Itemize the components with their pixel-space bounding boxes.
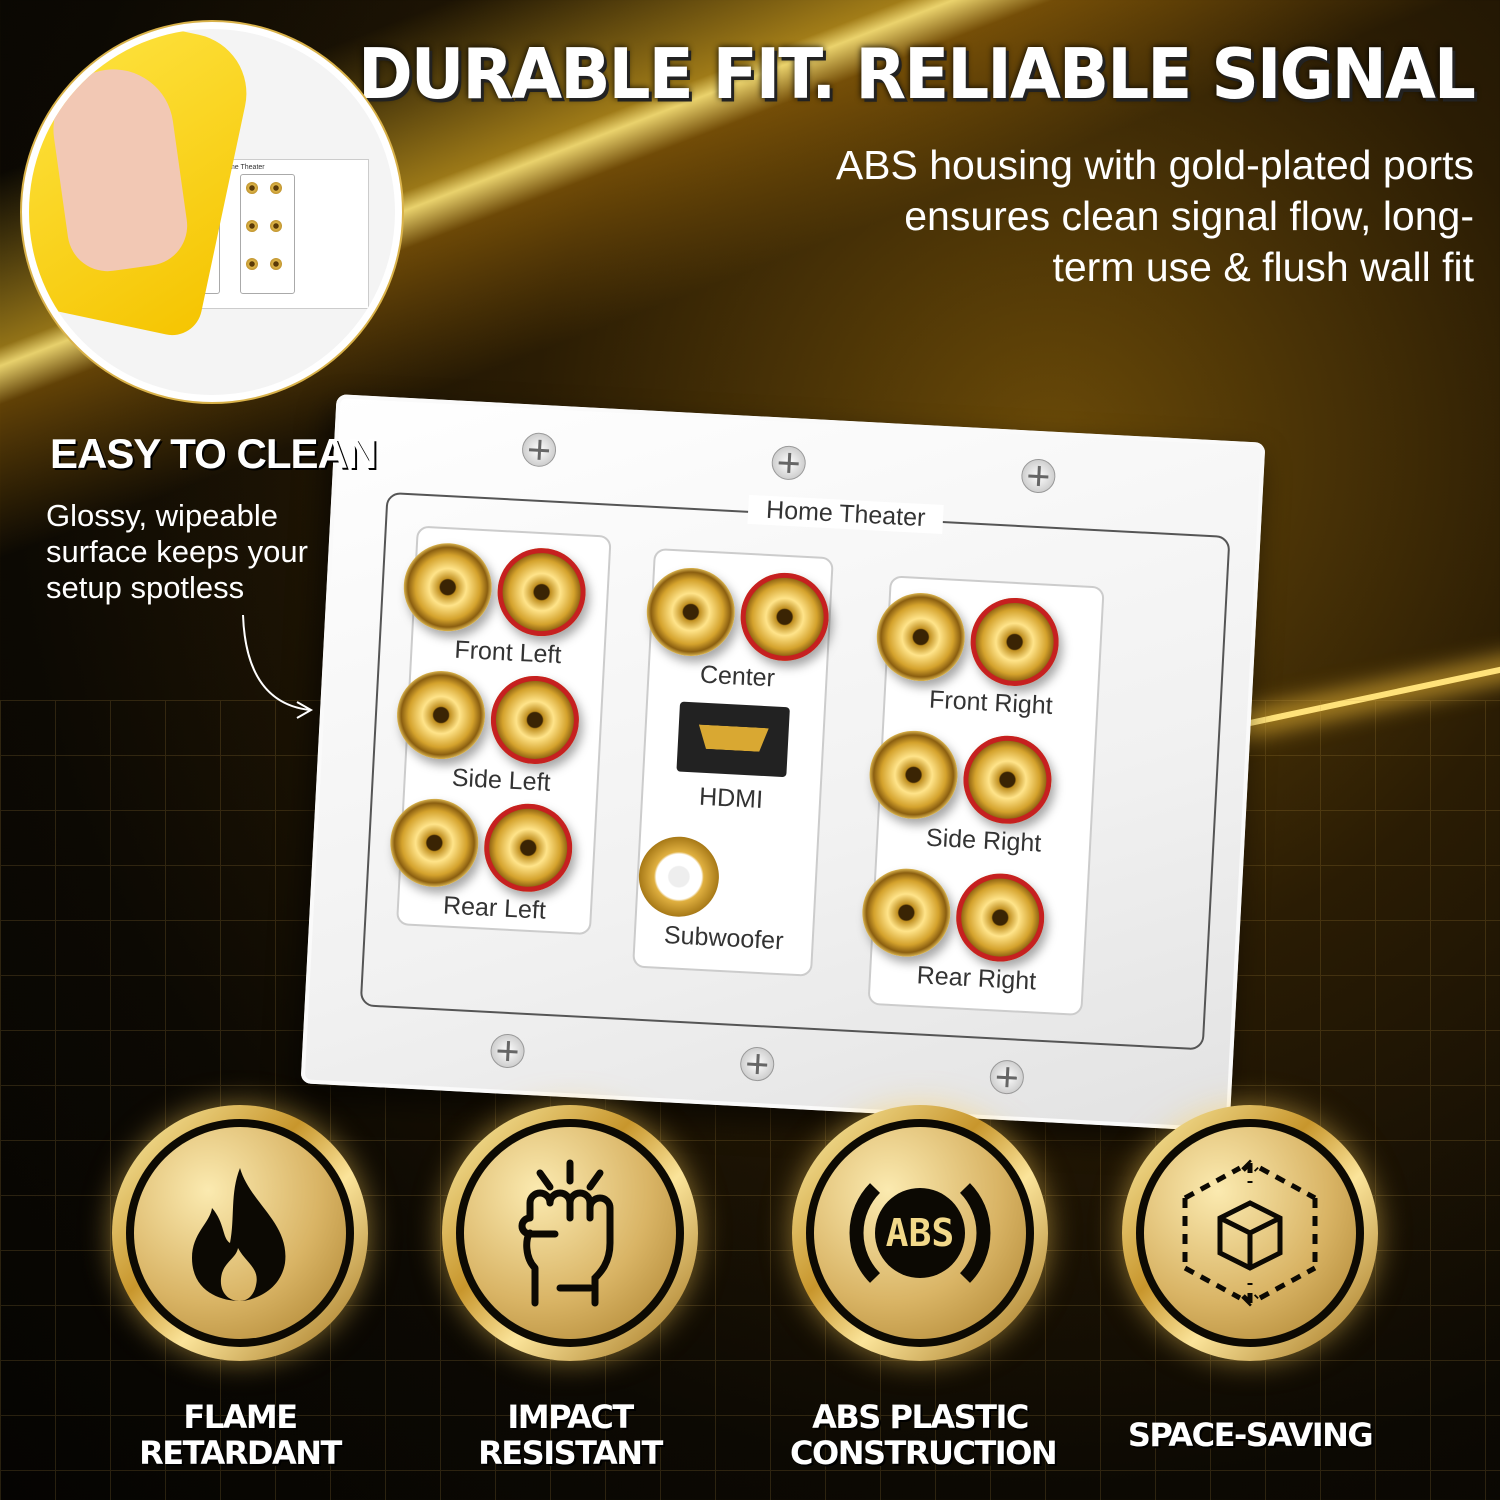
plate-title: Home Theater [747, 494, 945, 535]
binding-post-red [495, 545, 588, 639]
screw-icon [521, 431, 557, 468]
plate-frame: Home Theater Front Left Side Left Rear L… [359, 491, 1231, 1051]
feature-3: SPACE-SAVING [1120, 1105, 1380, 1453]
abs-badge-text: ABS [885, 1211, 955, 1255]
port-label: Rear Right [916, 961, 1037, 996]
port-label: Front Left [453, 635, 563, 670]
cleaning-inset-image: Home Theater [22, 22, 402, 402]
binding-post-pair [874, 590, 1061, 689]
feature-label-line1: FLAME [183, 1398, 298, 1436]
binding-post-pair [867, 728, 1054, 827]
hdmi-port [676, 701, 790, 778]
easy-clean-title: EASY TO CLEAN [50, 430, 377, 477]
feature-label-line2: CONSTRUCTION [790, 1434, 1058, 1472]
binding-post-black [860, 866, 953, 959]
feature-coin [112, 1105, 368, 1361]
binding-post-pair [388, 796, 575, 895]
binding-post-red [481, 801, 575, 895]
mini-plate-title: Home Theater [220, 164, 265, 171]
feature-label-line2: RETARDANT [139, 1434, 342, 1472]
feature-coin [1122, 1105, 1378, 1361]
binding-post-red [968, 595, 1061, 689]
easy-clean-text: Glossy, wipeable surface keeps your setu… [46, 498, 308, 605]
wall-plate: Home Theater Front Left Side Left Rear L… [300, 394, 1266, 1132]
binding-post-black [394, 668, 488, 762]
left-speaker-column: Front Left Side Left Rear Left [388, 525, 612, 936]
binding-post-pair [860, 866, 1047, 964]
binding-post-red [953, 871, 1047, 964]
headline: DURABLE FIT. RELIABLE SIGNAL [357, 34, 1476, 115]
port-label: Center [699, 660, 776, 693]
screw-icon [988, 1059, 1025, 1096]
cube-icon [1175, 1158, 1325, 1308]
port-label: Side Left [451, 763, 552, 797]
screw-icon [739, 1046, 776, 1082]
binding-post-pair [401, 540, 588, 639]
port-label: Side Right [925, 823, 1043, 858]
feature-label-line1: IMPACT [507, 1398, 634, 1436]
binding-post-pair [394, 668, 582, 767]
binding-post-black [644, 565, 738, 659]
feature-label-line2: RESISTANT [478, 1434, 663, 1472]
right-speaker-column: Front Right Side Right Rear Right [860, 575, 1105, 1017]
subwoofer-rca-port [636, 834, 721, 919]
feature-label-line1: SPACE-SAVING [1127, 1416, 1374, 1454]
flame-icon [180, 1163, 300, 1303]
center-column: Center HDMI Subwoofer [632, 547, 834, 977]
port-label: Front Right [928, 685, 1054, 721]
screw-icon [489, 1033, 526, 1069]
screw-icon [770, 445, 807, 481]
binding-post-pair [644, 565, 831, 664]
port-label: Rear Left [442, 891, 547, 925]
feature-label: SPACE-SAVING [1120, 1417, 1380, 1453]
feature-coin [442, 1105, 698, 1361]
screw-icon [1020, 458, 1057, 494]
binding-post-black [867, 728, 960, 822]
feature-label-line1: ABS PLASTIC [812, 1398, 1029, 1436]
binding-post-black [401, 540, 494, 634]
binding-post-black [874, 590, 968, 684]
feature-coin: ABS [792, 1105, 1048, 1361]
port-label: HDMI [698, 782, 764, 814]
abs-icon [845, 1158, 995, 1308]
binding-post-red [738, 570, 831, 664]
binding-post-black [388, 796, 481, 890]
port-label: Subwoofer [663, 921, 785, 956]
binding-post-red [488, 673, 582, 767]
binding-post-red [961, 733, 1054, 827]
subheadline: ABS housing with gold-plated ports ensur… [835, 142, 1474, 290]
curved-arrow-icon [242, 614, 314, 719]
fist-icon [505, 1158, 635, 1308]
